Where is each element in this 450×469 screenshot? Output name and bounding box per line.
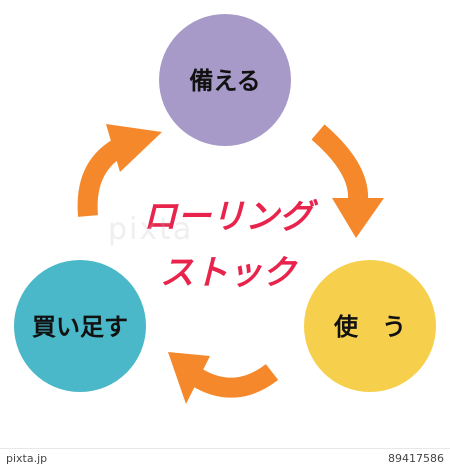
arrow-prepare-to-use (311, 124, 384, 238)
node-label-restock: 買い足す (32, 313, 128, 341)
footer-bar: pixta.jp 89417586 (0, 448, 450, 469)
node-label-prepare: 備える (189, 67, 260, 95)
arrow-use-to-restock (168, 352, 279, 404)
watermark: pixta (108, 212, 194, 247)
center-title-line1: ローリング (143, 197, 319, 237)
node-label-use: 使 う (333, 313, 406, 341)
arrow-restock-to-prepare (77, 124, 162, 217)
footer-image-id: 89417586 (388, 452, 444, 465)
node-circle-prepare (159, 14, 291, 146)
node-circle-restock (14, 260, 146, 392)
center-title-line2: ストック (160, 253, 298, 293)
node-circle-use (304, 260, 436, 392)
footer-brand: pixta.jp (6, 452, 48, 465)
